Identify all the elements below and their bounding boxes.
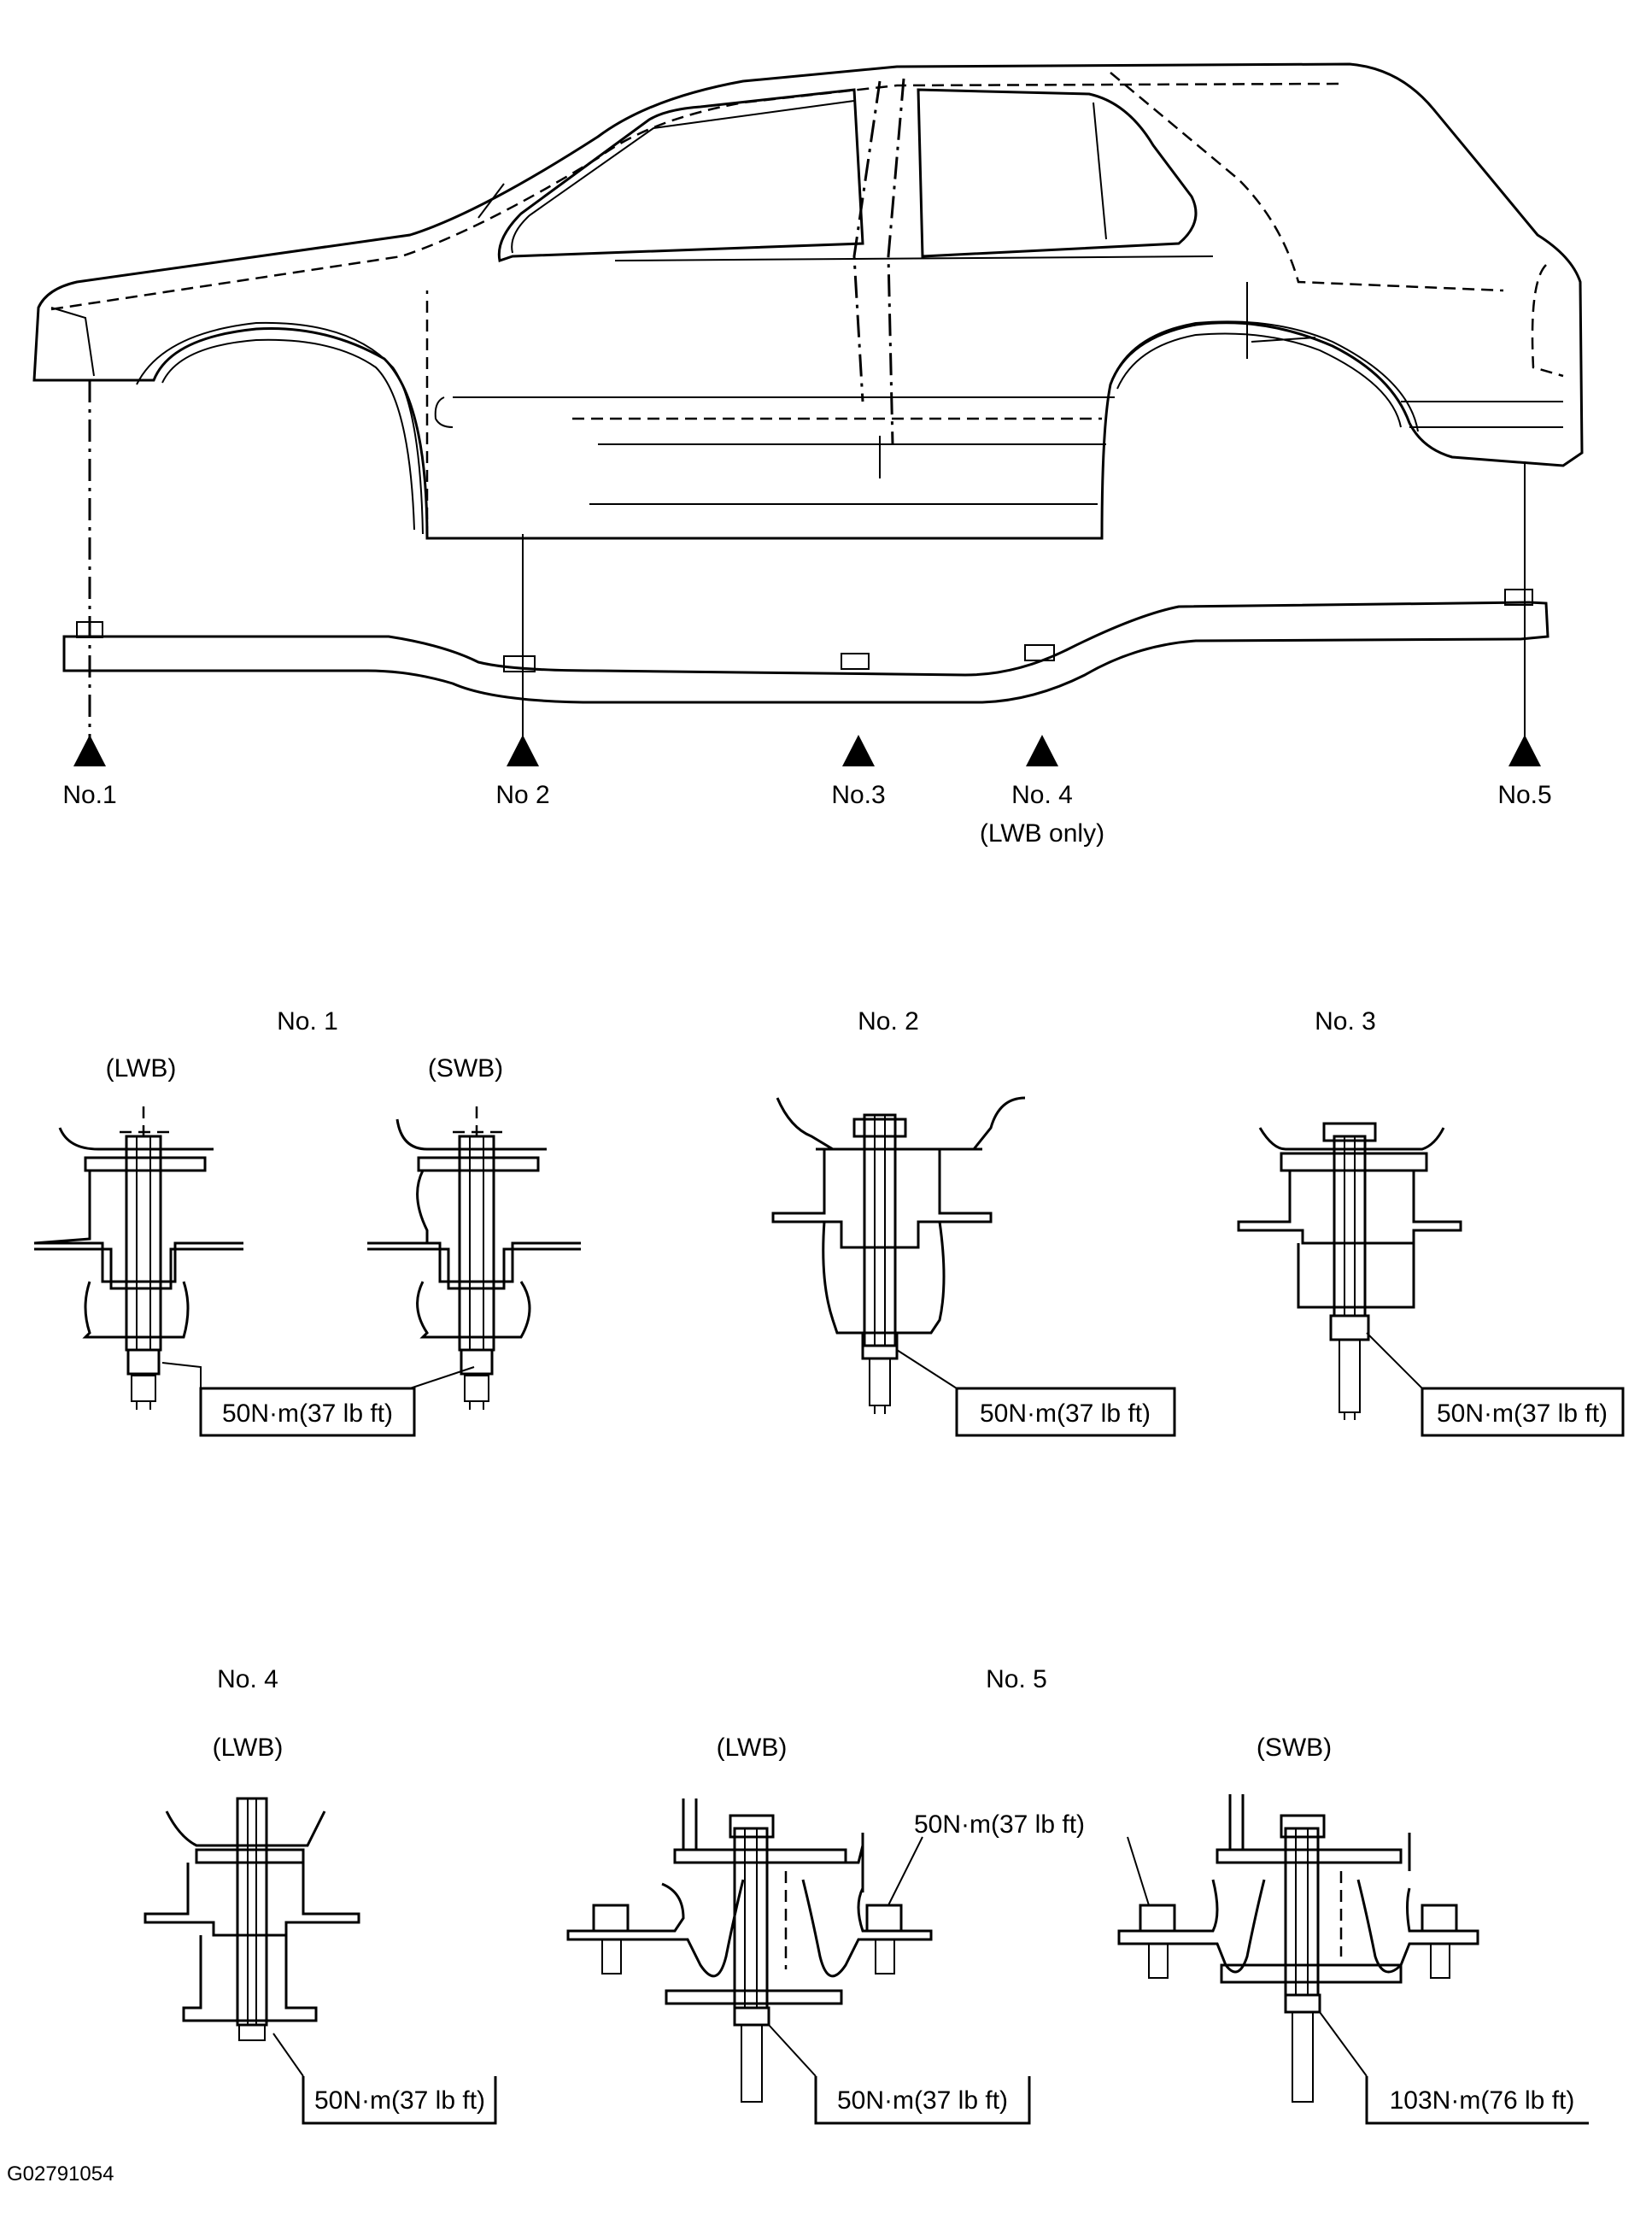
- detail-no4-title: No. 4: [217, 1665, 278, 1693]
- overview-label-no4: No. 4: [1011, 781, 1073, 809]
- detail-no5: No. 5 (LWB) (SWB) 50N·m(37 lb ft): [566, 1665, 1589, 2125]
- detail-no2: No. 2 50N·m(37 lb ft): [771, 1007, 1176, 1437]
- figure-id: G02791054: [7, 2162, 114, 2186]
- chassis-frame: [62, 589, 1549, 704]
- mount-no1-lwb: [33, 1106, 243, 1410]
- detail-no2-torque: 50N·m(37 lb ft): [980, 1399, 1151, 1428]
- detail-no1: No. 1 (LWB) (SWB): [33, 1007, 581, 1437]
- mount-no1-swb: [367, 1106, 581, 1410]
- vehicle-body: [32, 62, 1584, 540]
- mount-location-markers: [88, 380, 1526, 743]
- detail-no2-torque-box: [955, 1387, 1176, 1437]
- detail-no4: No. 4 (LWB) 50N·m(37 lb ft): [144, 1665, 497, 2125]
- overview-triangle-no1: [73, 735, 106, 766]
- overview-triangle-no4: [1026, 735, 1058, 766]
- detail-no5-upper-torque: 50N·m(37 lb ft): [914, 1810, 1085, 1839]
- overview-triangle-no3: [842, 735, 875, 766]
- detail-no3: No. 3 50N·m(37 lb ft): [1237, 1007, 1625, 1437]
- detail-no2-title: No. 2: [858, 1007, 919, 1036]
- mount-no5-lwb: [566, 1798, 933, 2103]
- detail-no3-title: No. 3: [1315, 1007, 1376, 1036]
- mount-no5-swb: [1117, 1794, 1479, 2103]
- detail-no5-title: No. 5: [986, 1665, 1047, 1693]
- detail-no5-swb-torque: 103N·m(76 lb ft): [1390, 2086, 1575, 2115]
- detail-no4-torque: 50N·m(37 lb ft): [314, 2086, 485, 2115]
- overview-label-no3: No.3: [831, 781, 885, 809]
- mount-no2: [771, 1096, 1026, 1414]
- detail-no4-lwb-label: (LWB): [213, 1734, 284, 1762]
- overview-triangle-no2: [507, 735, 539, 766]
- detail-no1-title: No. 1: [277, 1007, 338, 1036]
- detail-no5-lwb-label: (LWB): [717, 1734, 788, 1762]
- overview-label-no5: No.5: [1497, 781, 1551, 809]
- overview-label-no2: No 2: [495, 781, 549, 809]
- detail-no3-torque: 50N·m(37 lb ft): [1437, 1399, 1608, 1428]
- overview-triangle-no5: [1508, 735, 1541, 766]
- mount-no3: [1237, 1122, 1462, 1420]
- mount-no4: [144, 1797, 360, 2041]
- detail-no5-swb-label: (SWB): [1257, 1734, 1332, 1762]
- detail-no1-torque-box: [199, 1387, 416, 1437]
- detail-no1-swb-label: (SWB): [428, 1054, 503, 1083]
- overview-points: No.1 No 2 No.3 No. 4 (LWB only) No.5: [62, 735, 1552, 848]
- detail-no1-lwb-label: (LWB): [106, 1054, 177, 1083]
- detail-no5-lwb-torque: 50N·m(37 lb ft): [837, 2086, 1008, 2115]
- overview-sublabel-no4: (LWB only): [980, 819, 1104, 848]
- overview-label-no1: No.1: [62, 781, 116, 809]
- detail-no1-torque: 50N·m(37 lb ft): [222, 1399, 393, 1428]
- detail-no3-torque-box: [1421, 1387, 1625, 1437]
